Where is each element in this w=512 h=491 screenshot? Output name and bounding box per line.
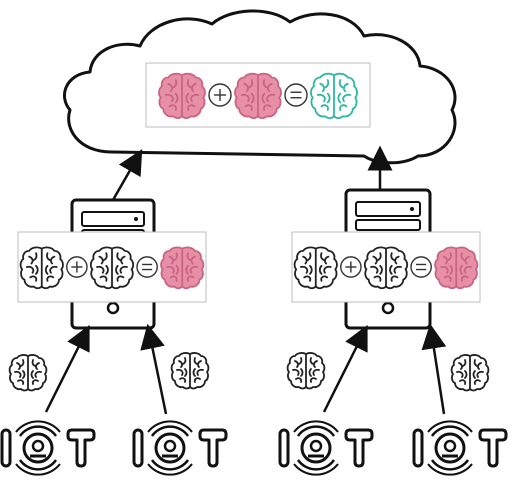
server-equation [291,231,481,303]
iot-device [0,354,96,476]
iot-device-icon [0,420,96,476]
brain-icon [293,246,338,290]
brain-icon [19,246,64,290]
cloud-aggregation-panel [145,62,371,128]
iot-device [132,352,228,476]
brain-icon [89,246,135,290]
cloud-equation [145,62,371,128]
plus-circle-icon [208,83,232,107]
brain-icon [8,354,48,392]
brain-icon [363,246,409,290]
brain-icon [234,72,282,120]
equals-circle-icon [136,256,158,278]
iot-device-icon [132,420,228,476]
brain-icon [170,352,210,390]
brain-icon [160,246,205,290]
iot-device [278,352,374,476]
brain-icon [450,354,490,392]
iot-device-icon [278,420,374,476]
iot-device [412,354,508,476]
brain-icon [158,72,206,120]
arrow-icon [44,324,90,413]
equals-circle-icon [410,256,432,278]
brain-icon [434,246,479,290]
plus-circle-icon [66,256,88,278]
brain-icon [286,352,326,390]
brain-icon [310,72,358,120]
server-equation [17,231,207,303]
iot-device-icon [412,420,508,476]
arrow-icon [322,324,368,413]
arrow-icon [140,323,168,415]
plus-circle-icon [340,256,362,278]
equals-circle-icon [284,83,308,107]
arrow-icon [421,323,447,415]
arrow-icon [111,149,143,201]
